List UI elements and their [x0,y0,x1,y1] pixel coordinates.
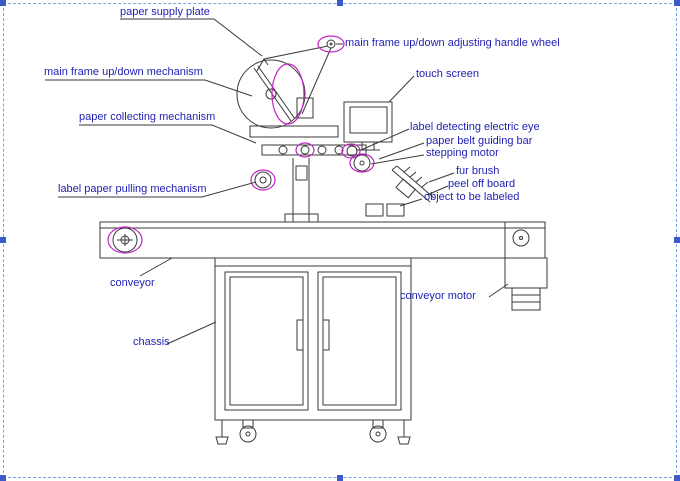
conveyor-motor-drawing [504,257,548,311]
label-peel-off-board: peel off board [448,178,516,190]
label-paper-pulling: label paper pulling mechanism [58,183,207,195]
label-paper-collecting: paper collecting mechanism [79,111,216,123]
casters-drawing [215,419,411,445]
handle-wheel-drawing [256,35,345,115]
label-conveyor-motor: conveyor motor [400,290,476,302]
label-stepping-motor: stepping motor [426,147,499,159]
leader-lines [45,18,509,345]
label-fur-brush: fur brush [456,165,500,177]
chassis-drawing [214,257,412,421]
label-electric-eye: label detecting electric eye [410,121,540,133]
selection-handle-middle-left [0,237,6,243]
label-main-frame-mechanism: main frame up/down mechanism [44,66,203,78]
paper-supply-reel-drawing [236,59,314,129]
label-handle-wheel: main frame up/down adjusting handle whee… [345,37,560,49]
peel-off-assembly-drawing [365,165,435,217]
selection-handle-bottom-left [0,475,6,481]
selection-handle-middle-right [674,237,680,243]
machine-drawing [45,18,548,445]
support-column-drawing [284,158,319,223]
label-conveyor: conveyor [110,277,155,289]
touch-screen-drawing [343,101,393,151]
selection-handle-top-left [0,0,6,6]
label-touch-screen: touch screen [416,68,479,80]
label-object-to-be-labeled: object to be labeled [424,191,520,203]
selection-handle-bottom-right [674,475,680,481]
label-guiding-bar: paper belt guiding bar [426,135,533,147]
selection-handle-top-middle [337,0,343,6]
conveyor-drawing [99,221,546,259]
selection-handle-bottom-middle [337,475,343,481]
head-plates-drawing [249,125,375,191]
label-paper-supply-plate: paper supply plate [120,6,210,18]
label-chassis: chassis [133,336,170,348]
selection-handle-top-right [674,0,680,6]
